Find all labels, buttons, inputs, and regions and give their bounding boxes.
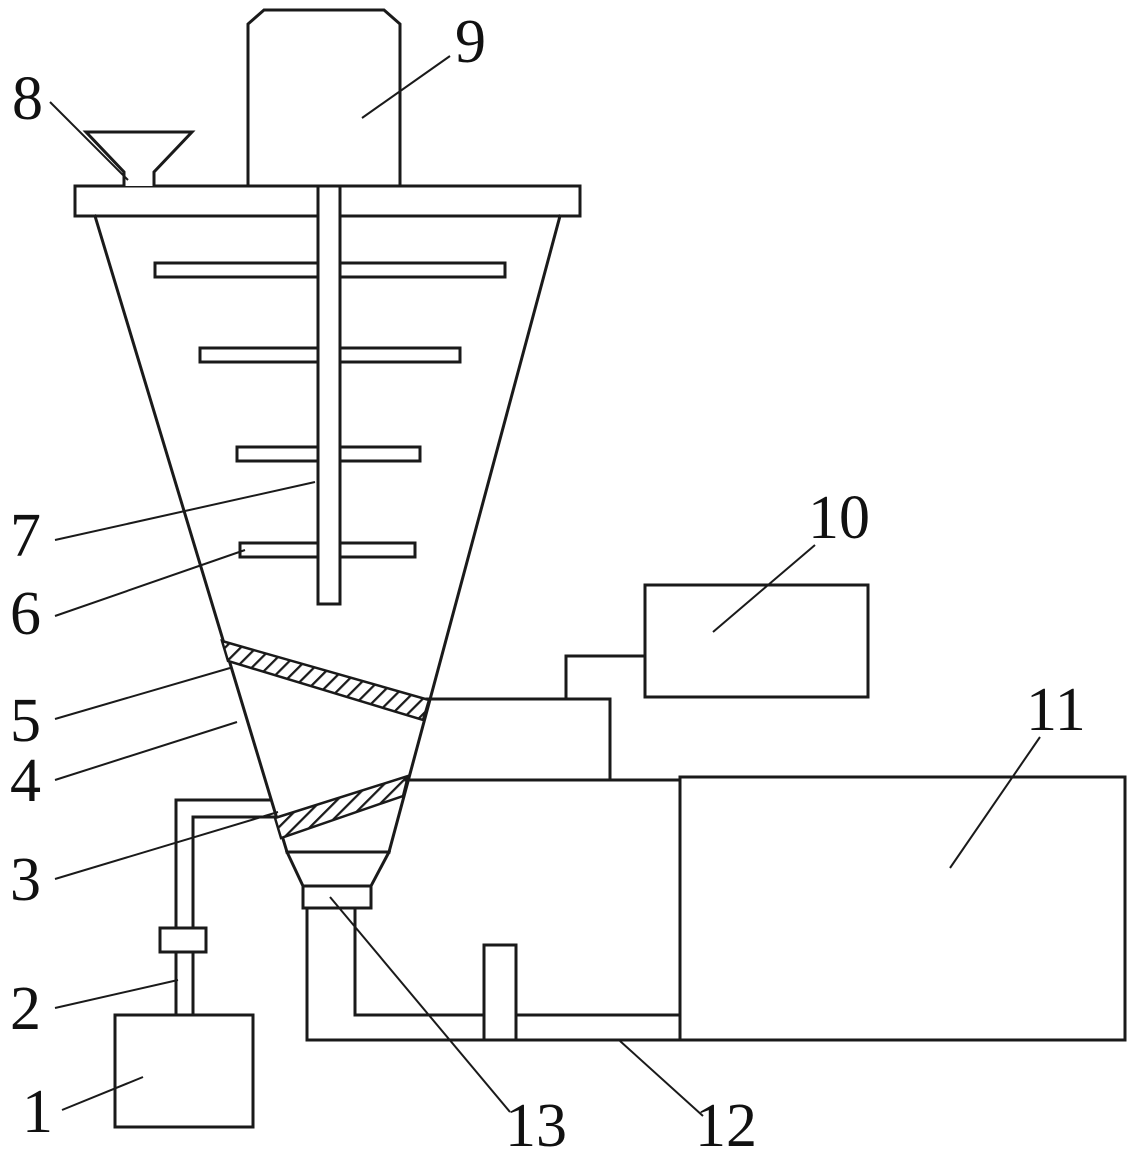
screen-upper: [220, 639, 431, 722]
discharge-outlet: [301, 884, 373, 910]
cone-right-wall: [387, 214, 562, 854]
part-label-10: 10: [808, 484, 870, 552]
leader-line-4: [54, 721, 238, 781]
leader-line-8: [49, 101, 129, 181]
motor: [246, 8, 402, 188]
device-box-10-body: [643, 583, 870, 699]
pump-box-body: [113, 1013, 255, 1129]
device-box-10: [643, 583, 870, 699]
paddle: [235, 445, 320, 463]
leader-line-3: [54, 811, 279, 880]
leader-line-7: [54, 481, 316, 541]
part-label-12: 12: [695, 1092, 757, 1160]
part-label-9: 9: [455, 8, 486, 76]
bottom-pipe: [305, 906, 682, 1042]
left-pipe: [158, 798, 276, 1017]
paddle: [198, 346, 320, 364]
part-label-13: 13: [505, 1092, 567, 1160]
part-label-1: 1: [22, 1078, 53, 1146]
feed-hopper-body: [82, 130, 196, 186]
paddle: [238, 541, 320, 559]
paddle: [338, 541, 417, 559]
part-label-3: 3: [10, 846, 41, 914]
bottom-pipe-coupling: [482, 943, 518, 1042]
screen-lower: [273, 774, 410, 840]
left-pipe-coupling: [158, 926, 208, 954]
paddles: [153, 261, 507, 559]
discharge-outlet-body: [301, 884, 373, 910]
leader-line-1: [61, 1076, 144, 1111]
leader-line-13: [329, 896, 511, 1113]
leader-line-9: [361, 55, 451, 119]
part-label-8: 8: [12, 65, 43, 133]
leader-line-6: [54, 549, 246, 617]
leader-line-2: [54, 979, 179, 1009]
paddle: [153, 261, 320, 279]
part-label-11: 11: [1026, 676, 1086, 744]
leader-line-5: [54, 667, 231, 720]
connector-pipes: [404, 654, 682, 782]
part-label-2: 2: [10, 975, 41, 1043]
device-box-11-body: [678, 775, 1127, 1042]
paddle: [338, 346, 462, 364]
leader-line-10: [712, 544, 816, 633]
paddle: [338, 261, 507, 279]
leader-line-12: [619, 1040, 704, 1117]
leader-line-11: [949, 736, 1041, 869]
screen-upper-body: [220, 639, 431, 722]
screen-lower-body: [273, 774, 410, 840]
agitator-shaft-body: [316, 184, 342, 606]
leader-lines: [49, 55, 1041, 1117]
pump-box: [113, 1013, 255, 1129]
cone-left-wall: [93, 214, 289, 854]
feed-hopper: [82, 130, 196, 186]
motor-body: [246, 8, 402, 188]
cone-throat-left: [285, 850, 305, 888]
part-label-7: 7: [10, 502, 41, 570]
part-label-6: 6: [10, 580, 41, 648]
mixing-cone: [93, 214, 562, 889]
agitator-shaft: [316, 184, 342, 606]
device-box-11: [678, 775, 1127, 1042]
part-label-5: 5: [10, 687, 41, 755]
part-labels: 1 2 3 4 5 6 7 8 9 10 11 12 13: [10, 8, 1086, 1160]
part-label-4: 4: [10, 747, 41, 815]
cone-throat-right: [368, 849, 392, 889]
paddle: [338, 445, 422, 463]
